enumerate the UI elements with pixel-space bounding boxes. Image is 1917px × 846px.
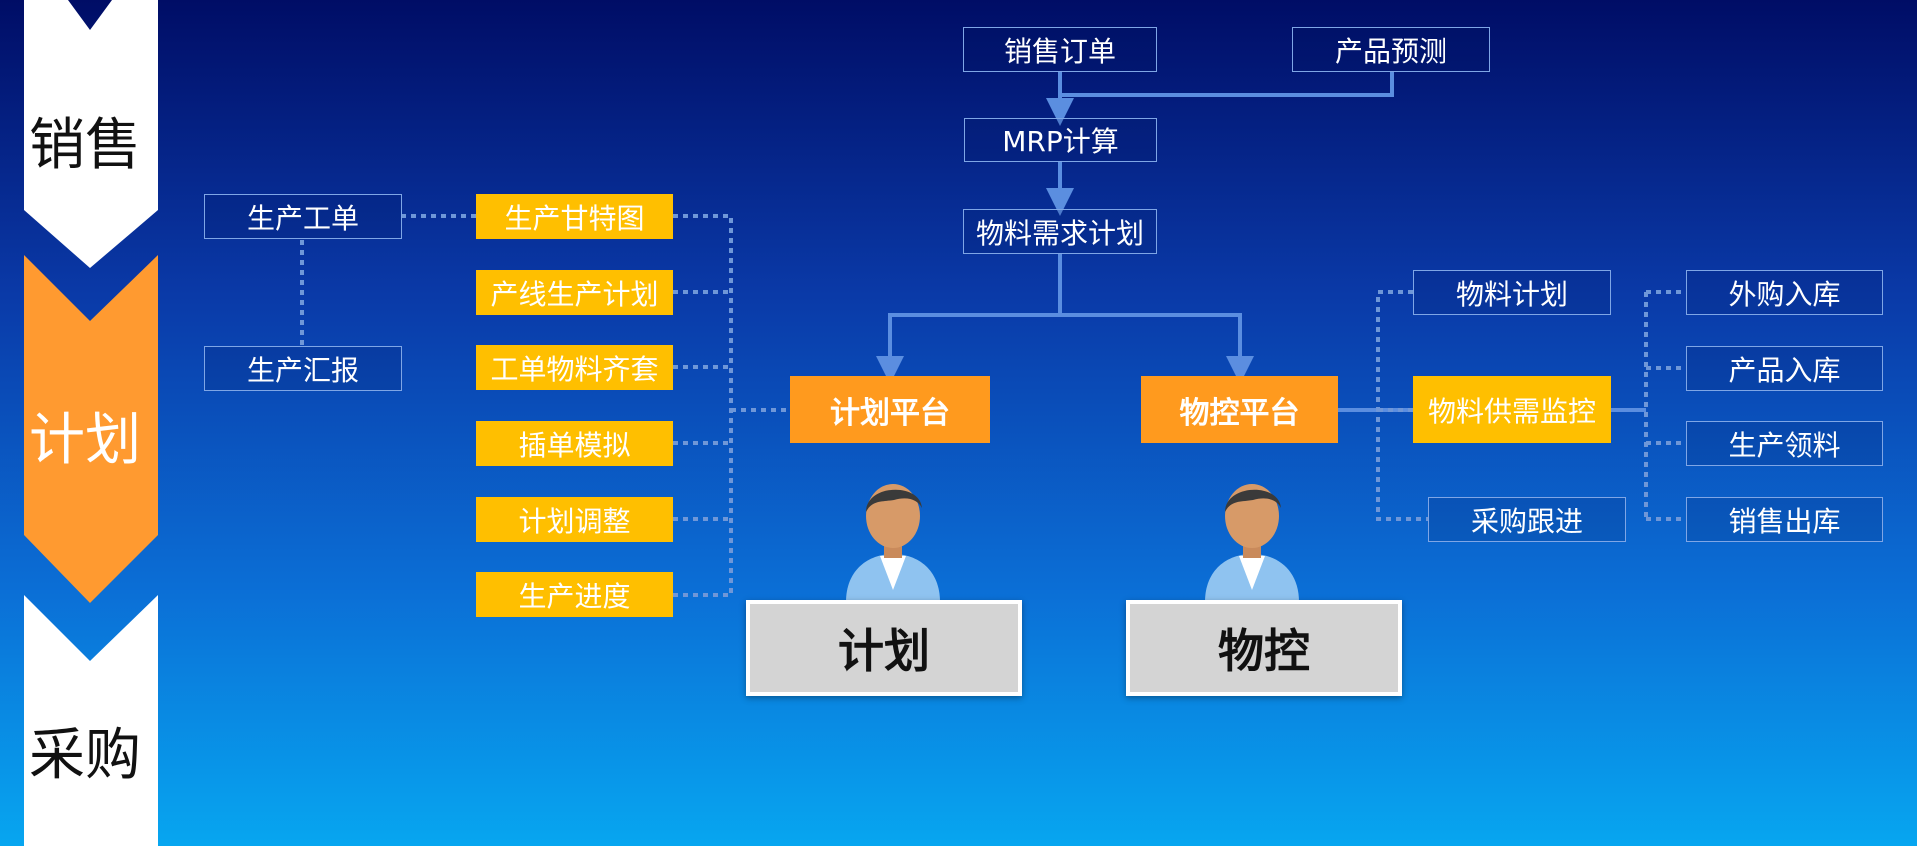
line-production-plan-box[interactable]: 产线生产计划: [476, 270, 673, 315]
stage-purchase-label: 采购: [29, 723, 141, 788]
planner-person-icon: [846, 484, 940, 602]
stage-sales-label: 销售: [29, 112, 141, 178]
purchase-follow-up-box[interactable]: 采购跟进: [1428, 497, 1626, 542]
material-controller-person-icon: [1205, 484, 1299, 602]
sales-order-box[interactable]: 销售订单: [963, 27, 1157, 72]
stage-sales-shape: [24, 0, 158, 268]
sales-outbound-box[interactable]: 销售出库: [1686, 497, 1883, 542]
stage-plan-shape: [24, 255, 158, 603]
work-order-material-kit-box[interactable]: 工单物料齐套: [476, 345, 673, 390]
production-report-box[interactable]: 生产汇报: [204, 346, 402, 391]
insert-order-simulation-box[interactable]: 插单模拟: [476, 421, 673, 466]
production-gantt-box[interactable]: 生产甘特图: [476, 194, 673, 239]
production-progress-box[interactable]: 生产进度: [476, 572, 673, 617]
stage-purchase-shape: [24, 595, 158, 846]
supply-demand-monitor-box[interactable]: 物料供需监控: [1413, 376, 1611, 443]
role-label-material-control: 物控: [1126, 600, 1402, 696]
purchase-inbound-box[interactable]: 外购入库: [1686, 270, 1883, 315]
role-label-plan: 计划: [746, 600, 1022, 696]
material-requirement-plan-box[interactable]: 物料需求计划: [963, 209, 1157, 254]
material-plan-box[interactable]: 物料计划: [1413, 270, 1611, 315]
production-material-issue-box[interactable]: 生产领料: [1686, 421, 1883, 466]
product-inbound-box[interactable]: 产品入库: [1686, 346, 1883, 391]
stage-purchase: 采购: [0, 595, 170, 846]
plan-adjustment-box[interactable]: 计划调整: [476, 497, 673, 542]
material-control-platform-box[interactable]: 物控平台: [1141, 376, 1338, 443]
stage-sales: 销售: [0, 0, 170, 270]
stage-plan-label: 计划: [29, 407, 141, 473]
stage-plan: 计划: [0, 255, 170, 605]
plan-platform-box[interactable]: 计划平台: [790, 376, 990, 443]
work-order-box[interactable]: 生产工单: [204, 194, 402, 239]
product-forecast-box[interactable]: 产品预测: [1292, 27, 1490, 72]
mrp-calc-box[interactable]: MRP计算: [964, 118, 1157, 162]
